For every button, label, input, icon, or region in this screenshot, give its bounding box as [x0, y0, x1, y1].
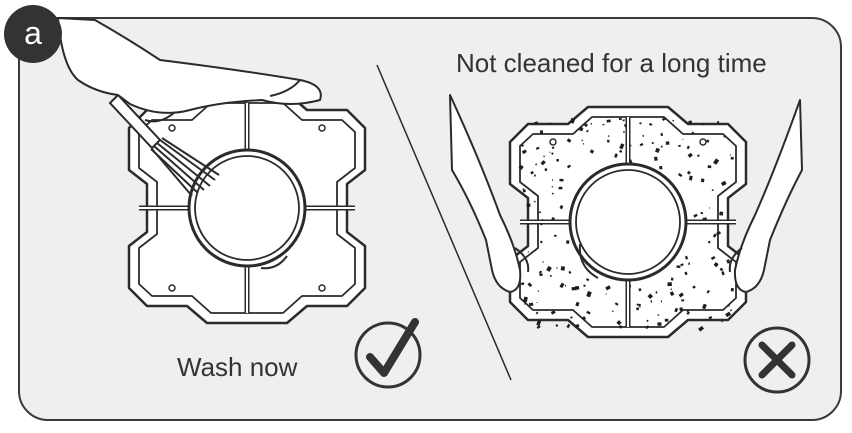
right-hands	[449, 94, 803, 293]
step-badge: a	[4, 5, 62, 63]
x-circle-icon	[743, 326, 811, 394]
left-hand	[57, 17, 322, 123]
divider-line	[376, 64, 512, 381]
dirty-filter-caption: Not cleaned for a long time	[456, 48, 767, 78]
brush	[108, 93, 220, 197]
dirty-filter	[508, 105, 748, 339]
checkmark-circle-icon	[354, 318, 422, 389]
clean-filter	[127, 91, 367, 325]
clean-filter-caption: Wash now	[177, 352, 298, 382]
